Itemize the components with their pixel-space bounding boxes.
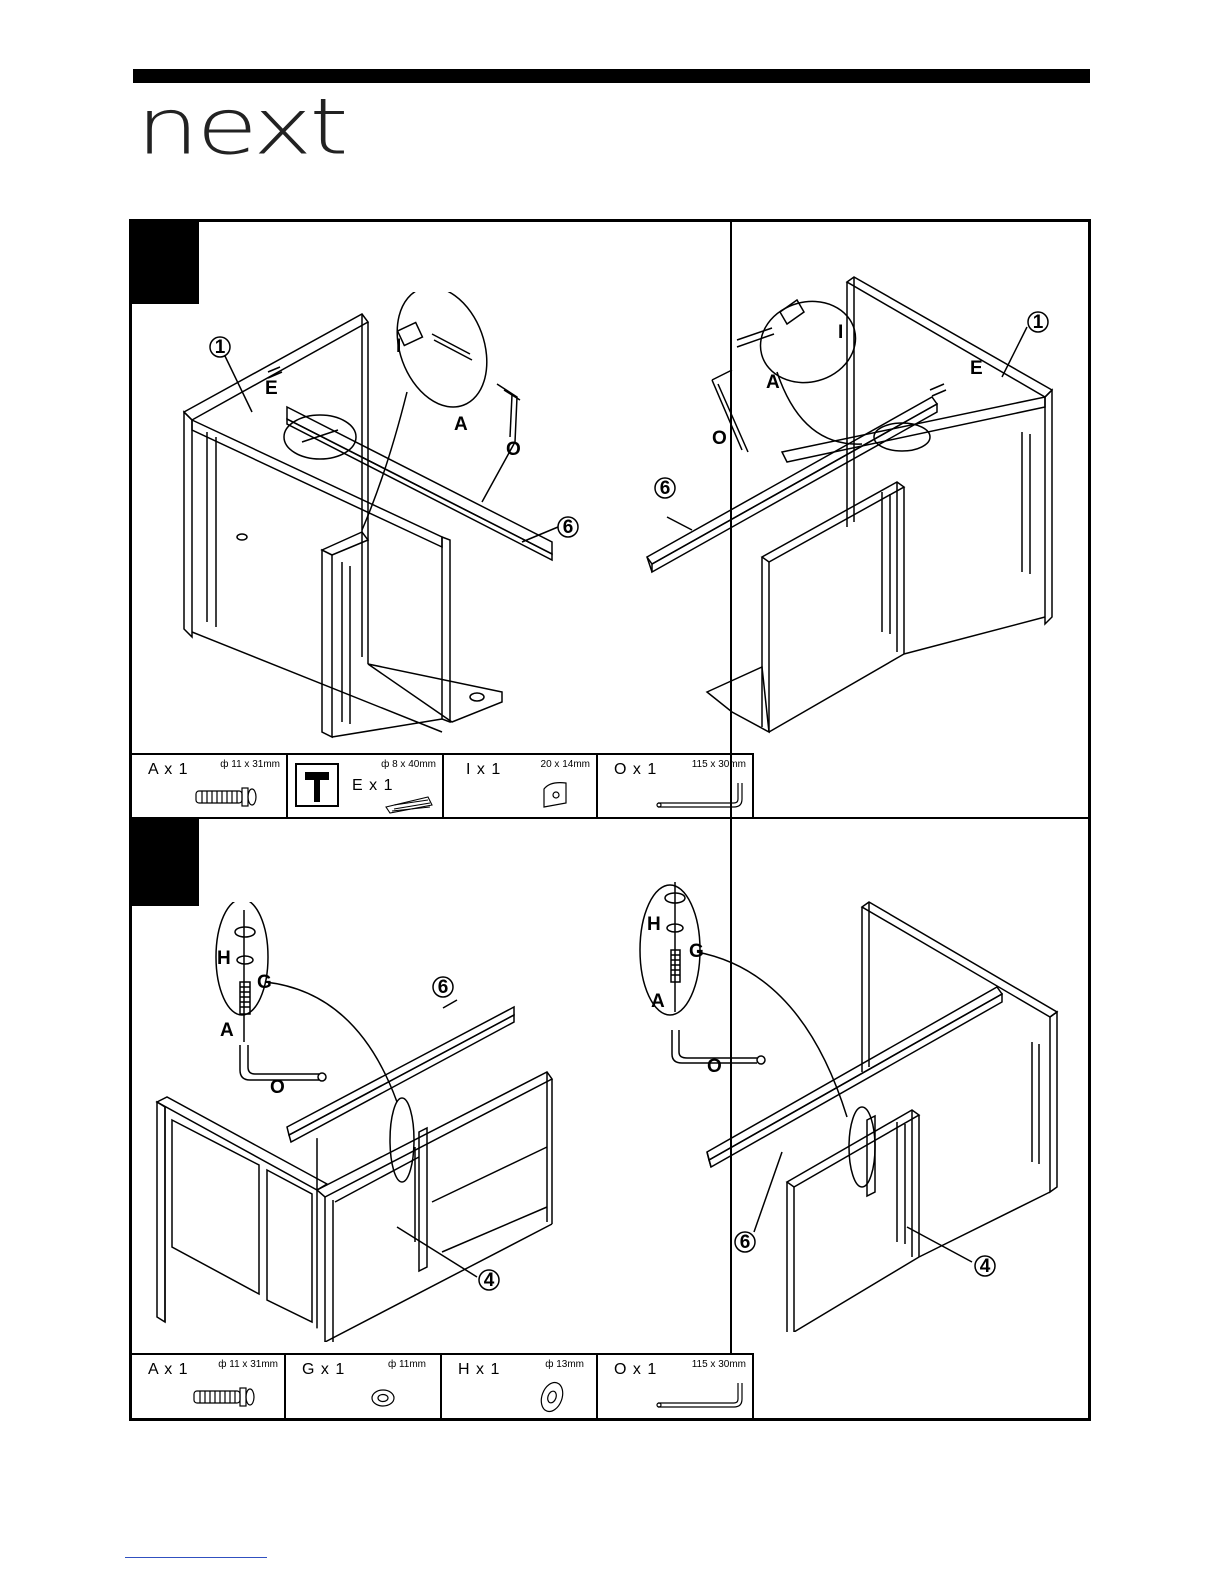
- barrel-nut-icon: [540, 779, 570, 811]
- bolt-a-label: A: [651, 991, 665, 1012]
- part-dimension: 115 x 30mm: [692, 1359, 746, 1370]
- barrel-nut-i-label: I: [396, 336, 401, 357]
- part-e-cell: E x 1 ф 8 x 40mm: [288, 755, 444, 819]
- step-2-left-diagram: H G A O 6 4: [147, 902, 587, 1342]
- part-o-cell: O x 1 115 x 30mm: [598, 1355, 754, 1419]
- brand-logo: next: [136, 88, 346, 166]
- part-name: O x 1: [614, 1361, 657, 1379]
- bolt-icon: [194, 785, 258, 809]
- part-6-label: 6: [563, 517, 574, 538]
- part-g-cell: G x 1 ф 11mm: [286, 1355, 442, 1419]
- allen-key-o-label: O: [707, 1056, 722, 1077]
- part-i-cell: I x 1 20 x 14mm: [444, 755, 598, 819]
- part-dimension: 20 x 14mm: [541, 759, 590, 770]
- part-name: A x 1: [148, 761, 189, 779]
- spring-washer-icon: [370, 1387, 396, 1409]
- part-name: I x 1: [466, 761, 501, 779]
- bolt-a-label: A: [454, 414, 468, 435]
- spring-washer-g-label: G: [689, 941, 704, 962]
- part-name: G x 1: [302, 1361, 345, 1379]
- part-6-label: 6: [660, 478, 671, 499]
- allen-key-o-label: O: [712, 428, 727, 449]
- dowel-e-label: E: [970, 358, 983, 379]
- allen-key-icon: [654, 781, 744, 815]
- part-dimension: ф 11 x 31mm: [220, 759, 280, 770]
- washer-icon: [538, 1379, 566, 1415]
- step-1-right-diagram: 1 E I A O 6: [632, 272, 1082, 752]
- part-dimension: ф 11mm: [388, 1359, 426, 1370]
- part-6-label: 6: [438, 977, 449, 998]
- step-1-parts-list: A x 1 ф 11 x 31mm E x 1 ф 8 x 40mm: [132, 753, 754, 819]
- allen-key-icon: [654, 1381, 744, 1415]
- washer-h-label: H: [217, 948, 231, 969]
- part-o-cell: O x 1 115 x 30mm: [598, 755, 754, 819]
- part-4-label: 4: [980, 1256, 991, 1277]
- step-2-marker: [132, 819, 199, 906]
- part-dimension: 115 x 30mm: [692, 759, 746, 770]
- part-h-cell: H x 1 ф 13mm: [442, 1355, 598, 1419]
- bolt-a-label: A: [766, 372, 780, 393]
- instruction-frame: 1 E I A O 6: [129, 219, 1091, 1421]
- part-dimension: ф 13mm: [545, 1359, 584, 1370]
- part-a-cell: A x 1 ф 11 x 31mm: [132, 755, 288, 819]
- part-dimension: ф 11 x 31mm: [218, 1359, 278, 1370]
- part-1-label: 1: [215, 337, 226, 358]
- dowel-e-label: E: [265, 378, 278, 399]
- step-1-left-diagram: 1 E I A O 6: [172, 292, 692, 752]
- bolt-icon: [192, 1385, 256, 1409]
- barrel-nut-i-label: I: [838, 322, 843, 343]
- part-4-label: 4: [484, 1270, 495, 1291]
- hammer-icon: [295, 763, 339, 807]
- spring-washer-g-label: G: [257, 972, 272, 993]
- dowel-icon: [384, 793, 436, 815]
- step-2-right-diagram: H G A O 6 4: [637, 862, 1077, 1332]
- washer-h-label: H: [647, 914, 661, 935]
- bolt-a-label: A: [220, 1020, 234, 1041]
- part-name: H x 1: [458, 1361, 500, 1379]
- part-6-label: 6: [740, 1232, 751, 1253]
- part-1-label: 1: [1033, 312, 1044, 333]
- step-2-parts-list: A x 1 ф 11 x 31mm G x 1 ф 11mm: [132, 1353, 754, 1419]
- part-name: A x 1: [148, 1361, 189, 1379]
- allen-key-o-label: O: [270, 1077, 285, 1098]
- part-name: O x 1: [614, 761, 657, 779]
- part-dimension: ф 8 x 40mm: [381, 759, 436, 770]
- part-a-cell: A x 1 ф 11 x 31mm: [132, 1355, 286, 1419]
- allen-key-o-label: O: [506, 439, 521, 460]
- footer-link-underline: [125, 1557, 267, 1558]
